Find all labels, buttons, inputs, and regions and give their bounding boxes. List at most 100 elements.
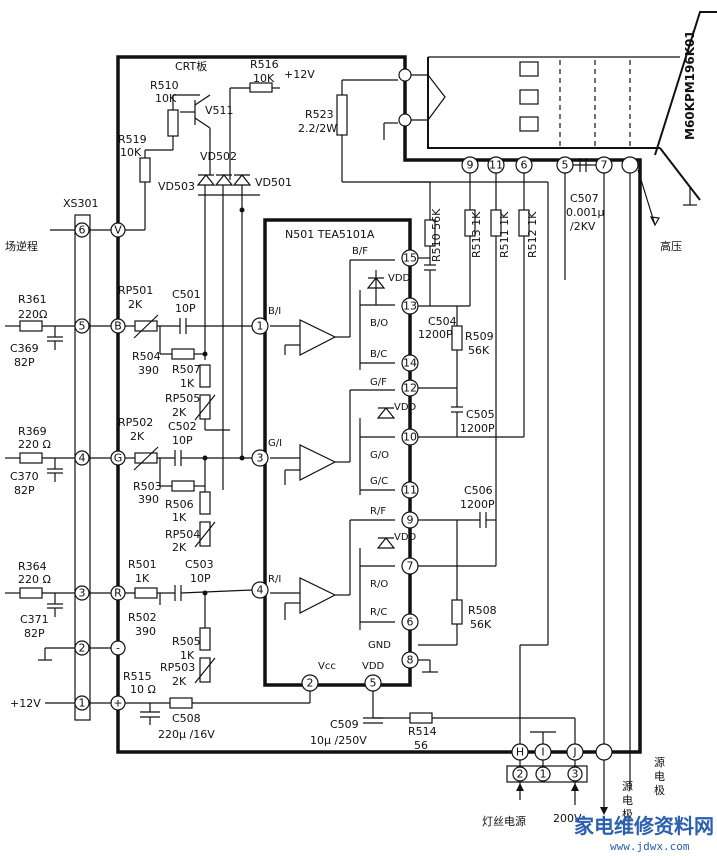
channel-b: RP501 2K C501 10P R504 390 R507 1K RP505… <box>118 284 252 431</box>
c509-label: C509 <box>330 718 359 731</box>
r369-value: 220 Ω <box>18 438 51 451</box>
rp501-label: RP501 <box>118 284 153 297</box>
vd501-label: VD501 <box>255 176 292 189</box>
crt-pin-7: 7 <box>601 159 608 172</box>
vd503-label: VD503 <box>158 180 195 193</box>
src-right-3: 极 <box>654 783 665 797</box>
src-left-1: 源 <box>622 779 633 793</box>
ic-gf: G/F <box>370 377 387 388</box>
pin-b: B <box>114 320 122 333</box>
crt-pin-6: 6 <box>521 159 528 172</box>
board-letter-pins: V B G R - + <box>89 222 126 711</box>
r361-label: R361 <box>18 293 47 306</box>
ic-vdd-b: VDD <box>388 273 411 284</box>
rp501-value: 2K <box>128 298 143 311</box>
ic-pin-2: 2 <box>307 677 314 690</box>
bot-pin-1: 1 <box>540 768 547 781</box>
r507-label: R507 <box>172 363 201 376</box>
c506-label: C506 <box>464 484 493 497</box>
ic-pin-6: 6 <box>407 616 414 629</box>
output-network: R510 56K C504 1200P R509 56K C505 1200P … <box>400 173 605 744</box>
r509-value: 56K <box>468 344 490 357</box>
r519-label: R519 <box>118 133 147 146</box>
r514-value: 56 <box>414 739 428 752</box>
r508-value: 56K <box>470 618 492 631</box>
r369-label: R369 <box>18 425 47 438</box>
ic-vcc: Vcc <box>318 661 336 672</box>
r515-value: 10 Ω <box>130 683 156 696</box>
ic-go: G/O <box>370 450 389 461</box>
ic-pin-13: 13 <box>403 300 417 313</box>
c371-value: 82P <box>24 627 45 640</box>
hv-label: 高压 <box>660 239 682 253</box>
r510-label: R510 <box>150 79 179 92</box>
ic-pin-1: 1 <box>257 320 264 333</box>
b200-label: 200V <box>553 812 582 825</box>
r516-label: R516 <box>250 58 279 71</box>
c507-rating: /2KV <box>570 220 596 233</box>
r504-value: 390 <box>138 364 159 377</box>
plus12-input-label: +12V <box>10 697 41 710</box>
src-right-1: 源 <box>654 755 665 769</box>
ic-gi: G/I <box>268 438 282 449</box>
r516-value: 10K <box>253 72 275 85</box>
r523-label: R523 <box>305 108 334 121</box>
ic-bf: B/F <box>352 246 368 257</box>
r504-label: R504 <box>132 350 161 363</box>
ic-rf: R/F <box>370 506 386 517</box>
ic-vdd-r: VDD <box>394 532 417 543</box>
r508-label: R508 <box>468 604 497 617</box>
ic-pin-9: 9 <box>407 514 414 527</box>
ic-rc: R/C <box>370 607 387 618</box>
watermark: 家电维修资料网 www.jdwx.com <box>574 814 714 853</box>
xs-pin-6: 6 <box>79 224 86 237</box>
r506-label: R506 <box>165 498 194 511</box>
rp503-label: RP503 <box>160 661 195 674</box>
rp502-value: 2K <box>130 430 145 443</box>
r505-value: 1K <box>180 649 195 662</box>
r515-label: R515 <box>123 670 152 683</box>
c369-label: C369 <box>10 342 39 355</box>
watermark-url: www.jdwx.com <box>610 840 690 853</box>
c504-value: 1200P <box>418 328 453 341</box>
xs301-label: XS301 <box>63 197 99 210</box>
ic-bi: B/I <box>268 306 281 317</box>
ic-pin-14: 14 <box>403 357 417 370</box>
crt-model-label: M60KPM196K01 <box>683 30 697 140</box>
r364-label: R364 <box>18 560 47 573</box>
pin-r: R <box>114 587 122 600</box>
ic-bo: B/O <box>370 318 388 329</box>
c504-label: C504 <box>428 315 457 328</box>
crt-tube: M60KPM196K01 <box>427 11 717 201</box>
r519-value: 10K <box>120 146 142 159</box>
ic-pin-3: 3 <box>257 452 264 465</box>
bottom-connector: H I J 2 1 3 灯丝电源 200V 源 电 极 源 电 极 <box>482 173 665 828</box>
ic-pin-12: 12 <box>403 382 417 395</box>
r509-label: R509 <box>465 330 494 343</box>
r511-label: R511 1K <box>498 211 511 258</box>
bot-pin-3: 3 <box>572 768 579 781</box>
bot-pin-2: 2 <box>517 768 524 781</box>
ic-bc: B/C <box>370 349 387 360</box>
ic-pin-15: 15 <box>403 252 417 265</box>
v511-section: CRT板 R510 10K V511 R516 10K +12V R519 10… <box>118 58 315 490</box>
plus12-top-label: +12V <box>284 68 315 81</box>
watermark-brand: 家电维修资料网 <box>574 814 714 838</box>
crt-socket-pins: 9 11 6 5 7 <box>398 68 639 174</box>
r510-value: 10K <box>155 92 177 105</box>
channel-r: R501 1K C503 10P R502 390 R505 1K RP503 … <box>125 558 253 688</box>
pin-h: H <box>516 746 524 759</box>
c370-value: 82P <box>14 484 35 497</box>
c502-value: 10P <box>172 434 193 447</box>
channel-g: RP502 2K C502 10P R503 390 R506 1K RP504… <box>118 416 252 554</box>
xs-pin-1: 1 <box>79 697 86 710</box>
src-left-2: 电 <box>622 794 633 807</box>
rp505-label: RP505 <box>165 392 200 405</box>
c505-value: 1200P <box>460 422 495 435</box>
r523: R523 2.2/2W <box>298 79 430 183</box>
r501-label: R501 <box>128 558 157 571</box>
xs-pins: 6 5 4 3 2 1 <box>74 222 90 711</box>
ic-ro: R/O <box>370 579 388 590</box>
board-outline <box>116 55 642 754</box>
crt-pin-9: 9 <box>467 159 474 172</box>
